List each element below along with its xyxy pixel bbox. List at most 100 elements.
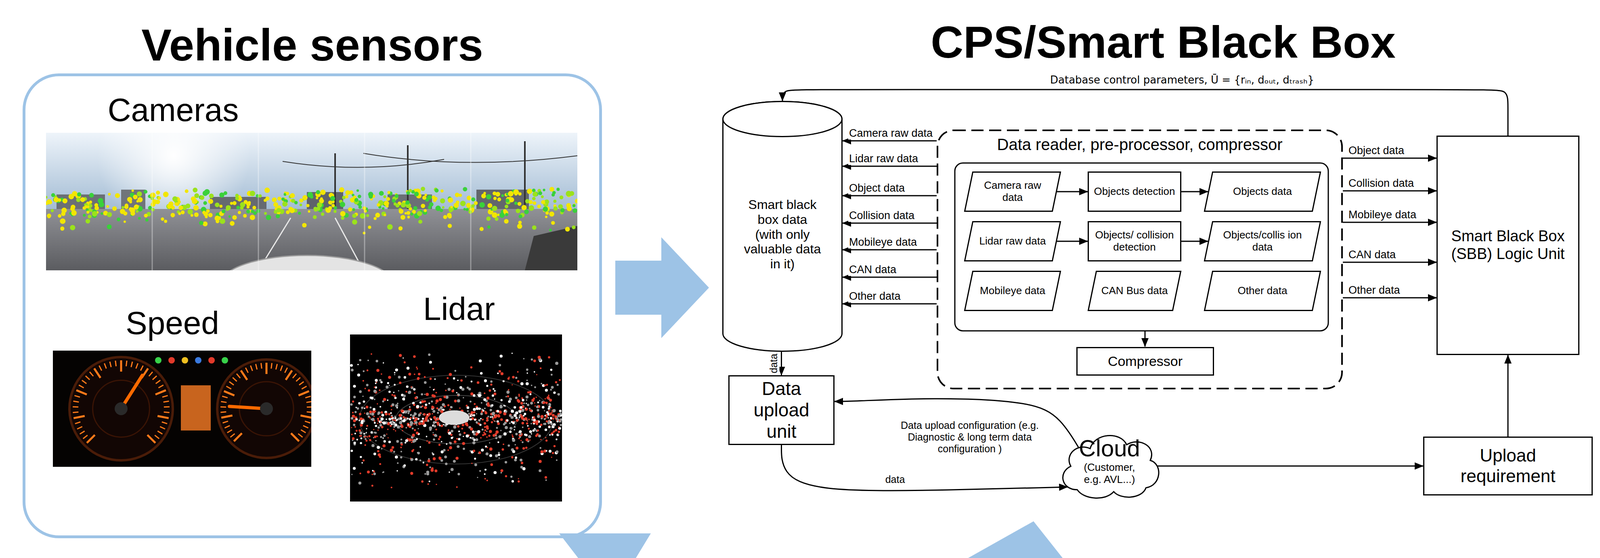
lidar-point bbox=[133, 204, 139, 210]
lidar-point bbox=[353, 441, 356, 445]
lidar-point bbox=[413, 392, 416, 395]
connector-label: Database control parameters, Ū = {rᵢₙ, d… bbox=[1049, 74, 1315, 87]
gauge-tick bbox=[74, 395, 80, 398]
lidar-point bbox=[208, 199, 214, 204]
lidar-point bbox=[202, 221, 208, 227]
lidar-point bbox=[551, 425, 555, 429]
lidar-point bbox=[400, 446, 402, 449]
lidar-point bbox=[549, 389, 552, 392]
lidar-point bbox=[541, 195, 544, 199]
lidar-point bbox=[473, 201, 478, 206]
lidar-point bbox=[424, 419, 428, 422]
lidar-point bbox=[375, 360, 378, 363]
lidar-point bbox=[367, 359, 370, 362]
lidar-point bbox=[419, 420, 422, 423]
lidar-point bbox=[438, 444, 441, 447]
cylinder-body bbox=[723, 101, 843, 352]
lidar-point bbox=[437, 424, 440, 427]
lidar-point bbox=[302, 195, 308, 201]
lidar-point bbox=[502, 380, 505, 383]
lidar-point bbox=[316, 190, 321, 195]
lidar-point bbox=[362, 395, 364, 397]
lidar-point bbox=[444, 390, 447, 392]
lidar-point bbox=[370, 418, 373, 421]
lidar-point bbox=[408, 188, 412, 193]
lidar-point bbox=[500, 372, 504, 376]
lidar-point bbox=[457, 399, 461, 403]
lidar-point bbox=[472, 441, 476, 445]
lidar-point bbox=[364, 436, 366, 439]
lidar-point bbox=[116, 217, 121, 222]
lidar-point bbox=[526, 368, 529, 372]
lidar-point bbox=[468, 426, 472, 430]
lidar-point bbox=[389, 425, 392, 428]
gauge-tick bbox=[78, 385, 84, 388]
lidar-point bbox=[520, 414, 522, 416]
lidar-point bbox=[328, 200, 333, 205]
connector bbox=[1342, 222, 1437, 224]
lidar-point bbox=[400, 202, 406, 208]
lidar-point bbox=[508, 397, 512, 401]
lidar-point bbox=[192, 187, 198, 193]
lidar-point bbox=[282, 201, 288, 208]
lidar-point bbox=[557, 426, 560, 428]
lidar-point bbox=[521, 441, 524, 444]
lidar-point bbox=[417, 452, 420, 455]
lidar-point bbox=[557, 393, 560, 396]
lidar-point bbox=[473, 411, 476, 414]
lidar-point bbox=[423, 400, 426, 403]
lidar-point bbox=[532, 423, 535, 425]
lidar-point bbox=[405, 390, 408, 393]
lidar-point bbox=[352, 400, 355, 403]
flow-arrow bbox=[615, 237, 709, 339]
lidar-point bbox=[370, 353, 373, 356]
lidar-point bbox=[517, 400, 521, 404]
lidar-point bbox=[382, 362, 384, 364]
lidar-point bbox=[407, 410, 411, 414]
data-parallelogram bbox=[1204, 172, 1321, 212]
lidar-point bbox=[376, 403, 378, 405]
lidar-point bbox=[519, 433, 522, 436]
lidar-point bbox=[412, 449, 415, 452]
lidar-point bbox=[410, 414, 412, 416]
gauge-tick bbox=[81, 380, 87, 384]
lidar-point bbox=[358, 205, 363, 210]
lidar-point bbox=[214, 202, 220, 208]
lidar-point bbox=[446, 377, 449, 380]
indicator-light bbox=[195, 357, 202, 364]
lidar-point bbox=[87, 214, 92, 219]
lidar-point bbox=[495, 435, 497, 437]
lidar-point bbox=[447, 387, 451, 392]
node-label: CAN Bus data bbox=[1101, 285, 1169, 298]
lidar-point bbox=[432, 394, 436, 398]
connector-label: Object data bbox=[848, 182, 906, 195]
lidar-point bbox=[542, 206, 548, 212]
lidar-point bbox=[447, 431, 449, 434]
lidar-point bbox=[383, 195, 386, 199]
lidar-point bbox=[462, 186, 468, 192]
lidar-point bbox=[301, 222, 307, 228]
lidar-point bbox=[492, 412, 495, 416]
building bbox=[306, 192, 344, 210]
lidar-point bbox=[538, 191, 543, 196]
lidar-point bbox=[542, 188, 546, 192]
input-data: Mobileye data bbox=[964, 270, 1062, 312]
lidar-point bbox=[392, 428, 395, 431]
lidar-point bbox=[572, 204, 576, 208]
lidar-point bbox=[457, 379, 459, 382]
lidar-point bbox=[178, 212, 181, 216]
lidar-point bbox=[522, 447, 525, 450]
lidar-point bbox=[470, 392, 474, 396]
lidar-point bbox=[352, 467, 356, 470]
lidar-point bbox=[418, 219, 423, 224]
lidar-point bbox=[376, 369, 380, 373]
lidar-point bbox=[524, 407, 527, 409]
lidar-point bbox=[532, 197, 536, 201]
lidar-point bbox=[368, 435, 371, 438]
lidar-point bbox=[414, 396, 418, 400]
lidar-point bbox=[494, 414, 498, 418]
lidar-point bbox=[526, 379, 529, 382]
lidar-point bbox=[394, 455, 399, 460]
lidar-point bbox=[545, 389, 548, 393]
gauge-tick bbox=[303, 425, 309, 429]
